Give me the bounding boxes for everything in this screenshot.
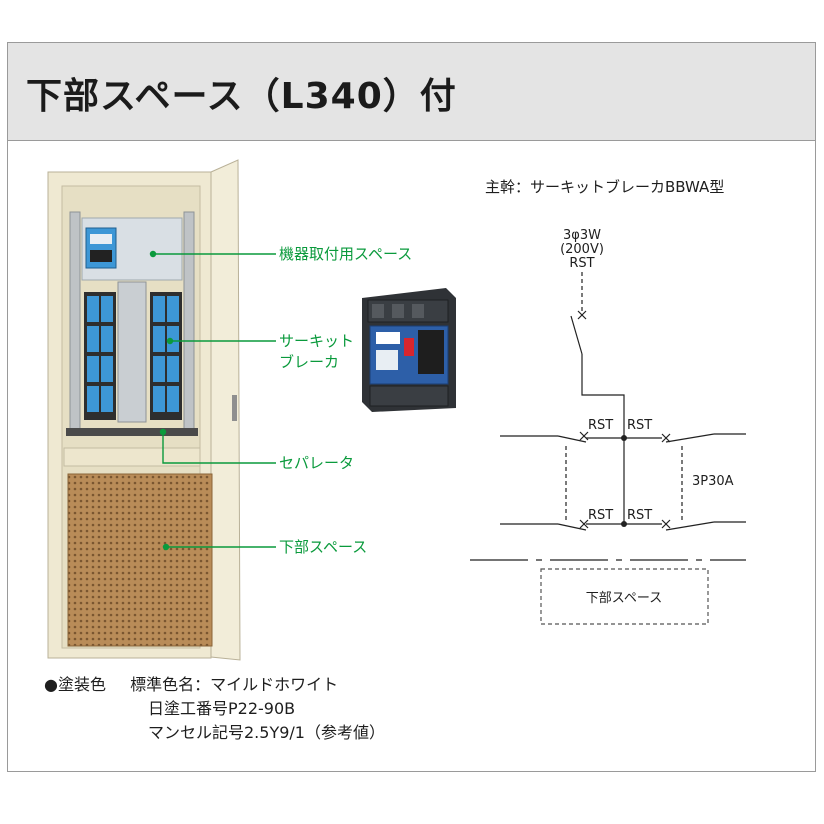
separator-bar — [66, 428, 198, 436]
paint-bullet-label: ●塗装色 — [44, 675, 106, 694]
paint-standard-name: 標準色名：マイルドホワイト — [130, 675, 339, 694]
label-separator: セパレータ — [279, 454, 354, 472]
supply-phase: 3φ3W — [563, 228, 601, 243]
label-equipment-space: 機器取付用スペース — [279, 245, 412, 263]
label-circuit-breaker-1: サーキット — [279, 332, 354, 350]
supply-voltage: (200V) — [560, 242, 604, 257]
lower-space-board — [67, 473, 213, 647]
lower-space-box-label: 下部スペース — [586, 591, 662, 606]
paint-jpma-number: 日塗工番号P22-90B — [148, 699, 296, 718]
title-bar: 下部スペース（L340）付 — [8, 43, 815, 141]
cabinet-illustration — [47, 159, 241, 661]
main-trunk-label: 主幹：サーキットブレーカBBWA型 — [485, 178, 724, 196]
rating-label: 3P30A — [692, 474, 734, 489]
paint-color-info: ●塗装色 標準色名：マイルドホワイト 日塗工番号P22-90B マンセル記号2.… — [44, 673, 385, 745]
rst-label-top-right: RST — [627, 418, 652, 433]
breaker-product-image — [362, 288, 456, 412]
label-lower-space: 下部スペース — [279, 538, 367, 556]
paint-munsell: マンセル記号2.5Y9/1（参考値） — [148, 723, 385, 742]
callout-lines — [153, 253, 276, 548]
label-circuit-breaker-2: ブレーカ — [279, 353, 339, 371]
branch-breakers — [84, 292, 182, 420]
supply-rst: RST — [569, 256, 594, 271]
single-line-diagram: 主幹：サーキットブレーカBBWA型 3φ3W (200V) RST — [470, 178, 746, 625]
rst-label-bottom-right: RST — [627, 508, 652, 523]
rst-label-bottom-left: RST — [588, 508, 613, 523]
rst-label-top-left: RST — [588, 418, 613, 433]
page-title: 下部スペース（L340）付 — [26, 76, 457, 117]
